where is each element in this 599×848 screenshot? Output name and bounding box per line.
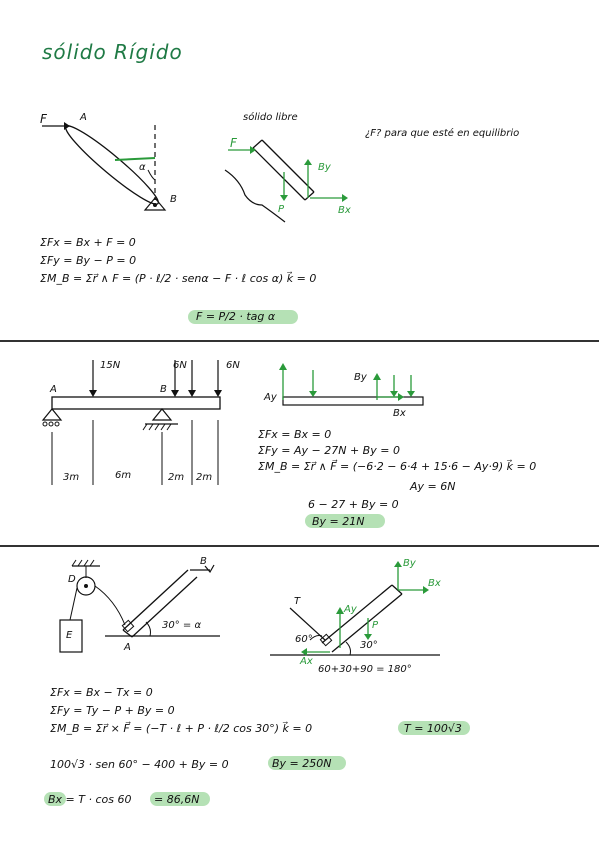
fbd3-label-60deg: 60° bbox=[295, 634, 313, 645]
free-body-diagram-1 bbox=[224, 139, 348, 223]
point-label-A3: A bbox=[124, 642, 131, 653]
fbd-label-By: By bbox=[318, 162, 331, 173]
equation-3-4: 100√3 · sen 60° − 400 + By = 0 bbox=[50, 758, 229, 771]
result-highlight-6 bbox=[150, 792, 210, 806]
beam-diagram bbox=[41, 360, 222, 485]
result-highlight-4 bbox=[268, 756, 346, 770]
dim-2m-2: 2m bbox=[196, 472, 213, 483]
result-1: F = P/2 · tag α bbox=[196, 310, 276, 323]
fbd-label-F: F bbox=[230, 136, 237, 150]
equation-1-3: ΣM_B = Σr⃗ ∧ F = (P · ℓ/2 · senα − F · ℓ… bbox=[40, 272, 317, 285]
divider-2 bbox=[0, 545, 599, 547]
point-label-B2: B bbox=[160, 384, 167, 395]
fbd3-label-30deg: 30° bbox=[360, 640, 378, 651]
free-body-diagram-2 bbox=[279, 363, 424, 406]
fbd3-label-T: T bbox=[294, 596, 301, 607]
dim-6m: 6m bbox=[115, 470, 132, 481]
angle-label-alpha: α bbox=[139, 162, 146, 173]
equation-2-1: ΣFx = Bx = 0 bbox=[258, 428, 332, 441]
inclined-bar-diagram bbox=[42, 122, 167, 211]
point-label-A: A bbox=[80, 112, 87, 123]
fbd3-angle-sum: 60+30+90 = 180° bbox=[318, 664, 412, 675]
equation-3-3: ΣM_B = Σr⃗ × F⃗ = (−T · ℓ + P · ℓ/2 cos … bbox=[50, 722, 313, 735]
equation-3-5: Bx = T · cos 60 bbox=[48, 793, 132, 806]
result-2: By = 21N bbox=[312, 515, 365, 528]
fbd3-label-By: By bbox=[403, 558, 416, 569]
point-label-A2: A bbox=[50, 384, 57, 395]
result-highlight-1 bbox=[188, 310, 298, 324]
dim-2m-1: 2m bbox=[168, 472, 185, 483]
force-label-F: F bbox=[40, 112, 47, 126]
question-text: ¿F? para que esté en equilibrio bbox=[365, 128, 520, 139]
fbd-label-Bx: Bx bbox=[338, 205, 351, 216]
fbd2-label-Bx: Bx bbox=[393, 408, 406, 419]
equation-3-2: ΣFy = Ty − P + By = 0 bbox=[50, 704, 175, 717]
fbd-label-P: P bbox=[278, 204, 285, 215]
fbd2-label-By: By bbox=[354, 372, 367, 383]
fbd3-label-Ax: Ax bbox=[300, 656, 313, 667]
divider-1 bbox=[0, 340, 599, 342]
equation-2-4: Ay = 6N bbox=[410, 480, 456, 493]
pulley-diagram bbox=[59, 559, 220, 653]
load-label-6N-1: 6N bbox=[173, 360, 187, 371]
free-body-title: sólido libre bbox=[243, 112, 298, 123]
result-Bx3: = 86,6N bbox=[154, 793, 200, 806]
load-label-15N: 15N bbox=[100, 360, 121, 371]
equation-1-1: ΣFx = Bx + F = 0 bbox=[40, 236, 136, 249]
result-highlight-2 bbox=[305, 514, 385, 528]
fbd3-label-Bx: Bx bbox=[428, 578, 441, 589]
page-title: sólido Rígido bbox=[42, 40, 183, 64]
equation-3-1: ΣFx = Bx − Tx = 0 bbox=[50, 686, 153, 699]
result-By3: By = 250N bbox=[272, 757, 332, 770]
point-label-B3: B bbox=[200, 556, 207, 567]
equation-2-3: ΣM_B = Σr⃗ ∧ F⃗ = (−6·2 − 6·4 + 15·6 − A… bbox=[258, 460, 537, 473]
equation-1-2: ΣFy = By − P = 0 bbox=[40, 254, 137, 267]
block-label-E: E bbox=[66, 630, 73, 641]
equation-2-2: ΣFy = Ay − 27N + By = 0 bbox=[258, 444, 400, 457]
angle-label-30: 30° = α bbox=[162, 620, 202, 631]
fbd2-label-Ay: Ay bbox=[264, 392, 277, 403]
point-label-B: B bbox=[170, 194, 177, 205]
result-T: T = 100√3 bbox=[404, 722, 462, 735]
result-highlight-3 bbox=[398, 721, 470, 735]
free-body-diagram-3 bbox=[270, 561, 440, 656]
load-label-6N-2: 6N bbox=[226, 360, 240, 371]
fbd3-label-Ay: Ay bbox=[344, 604, 357, 615]
dim-3m: 3m bbox=[63, 472, 80, 483]
equation-2-5: 6 − 27 + By = 0 bbox=[308, 498, 399, 511]
result-highlight-5 bbox=[44, 792, 66, 806]
point-label-D: D bbox=[68, 574, 76, 585]
fbd3-label-P: P bbox=[372, 620, 379, 631]
